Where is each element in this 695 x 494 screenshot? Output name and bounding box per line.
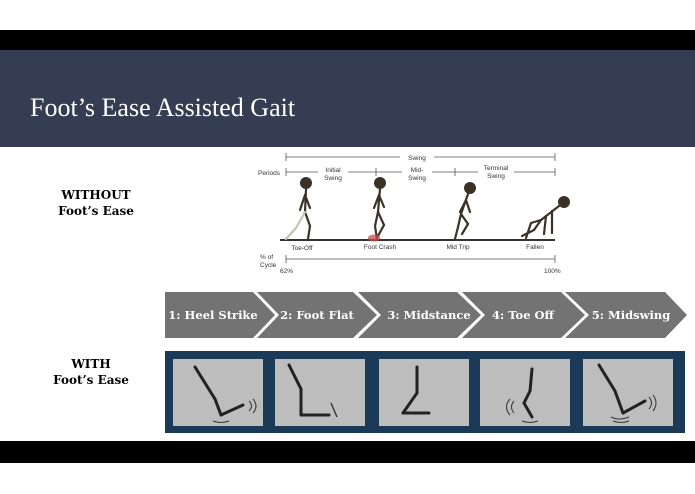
phase-chevron-foot-flat	[257, 292, 377, 338]
pct-start-label: 62%	[280, 268, 293, 275]
terminal-swing-line2: Swing	[487, 173, 505, 180]
with-label-line1: WITH	[71, 357, 111, 371]
phase-label-midswing: 5: Midswing	[592, 308, 671, 322]
leg-toe-off-image	[506, 367, 539, 423]
initial-swing-bg	[318, 165, 348, 185]
periods-label: Periods	[258, 170, 281, 177]
frame-toe-off	[480, 359, 570, 426]
stick-figure-toe-off	[284, 177, 312, 241]
with-label: WITH Foot’s Ease	[31, 356, 151, 388]
swing-label: Swing	[408, 155, 426, 162]
without-label-line1: WITHOUT	[61, 188, 131, 202]
event-label-mid-trip: Mid Trip	[446, 244, 470, 251]
phase-chevron-toe-off	[462, 292, 585, 338]
frame-midstance	[379, 359, 469, 426]
with-label-line2: Foot’s Ease	[53, 373, 129, 387]
without-label: WITHOUT Foot’s Ease	[36, 187, 156, 219]
frame-heel-strike	[173, 359, 263, 426]
phase-label-foot-flat: 2: Foot Flat	[280, 308, 354, 322]
leg-heel-strike-image	[193, 365, 257, 423]
initial-swing-line1: Initial	[325, 167, 341, 174]
leg-foot-flat-image	[287, 363, 338, 418]
terminal-swing-line1: Terminal	[484, 165, 509, 172]
event-label-foot-crash: Foot Crash	[364, 244, 397, 251]
terminal-swing-bg	[478, 162, 514, 182]
event-label-toe-off: Toe-Off	[291, 245, 312, 252]
slide-header	[0, 50, 695, 147]
event-label-fallen: Fallen	[526, 244, 544, 251]
frame-midswing	[583, 359, 673, 426]
pct-label-line1: % of	[260, 254, 273, 261]
stick-figure-foot-crash	[372, 177, 386, 241]
foot-crash-highlight	[368, 234, 380, 242]
stick-figure-mid-trip	[453, 182, 476, 241]
leg-midswing-image	[597, 363, 657, 423]
pct-label-line2: Cycle	[260, 262, 277, 269]
phase-chevron-midswing	[565, 292, 687, 338]
mid-swing-line2: Swing	[408, 175, 426, 182]
leg-midstance-image	[401, 365, 431, 415]
mid-swing-bg	[402, 165, 432, 185]
gait-failure-diagram: Swing Periods Initial Swing Mid- Swing T…	[258, 153, 570, 275]
gait-phase-chevrons: 1: Heel Strike 2: Foot Flat 3: Midstance…	[165, 292, 687, 338]
phase-chevron-midstance	[358, 292, 481, 338]
bottom-black-bar	[0, 441, 695, 463]
stick-figure-fallen	[520, 196, 570, 240]
phase-label-heel-strike: 1: Heel Strike	[168, 308, 257, 322]
top-black-bar	[0, 30, 695, 50]
frame-foot-flat	[275, 359, 365, 426]
pct-end-label: 100%	[544, 268, 561, 275]
mid-swing-line1: Mid-	[411, 167, 424, 174]
phase-label-midstance: 3: Midstance	[387, 308, 470, 322]
assisted-gait-frames	[165, 351, 685, 433]
initial-swing-line2: Swing	[324, 175, 342, 182]
without-label-line2: Foot’s Ease	[58, 204, 134, 218]
phase-label-toe-off: 4: Toe Off	[492, 308, 555, 322]
swing-label-bg	[400, 153, 434, 162]
phase-chevron-heel-strike	[165, 292, 275, 338]
slide-title: Foot’s Ease Assisted Gait	[30, 93, 296, 122]
